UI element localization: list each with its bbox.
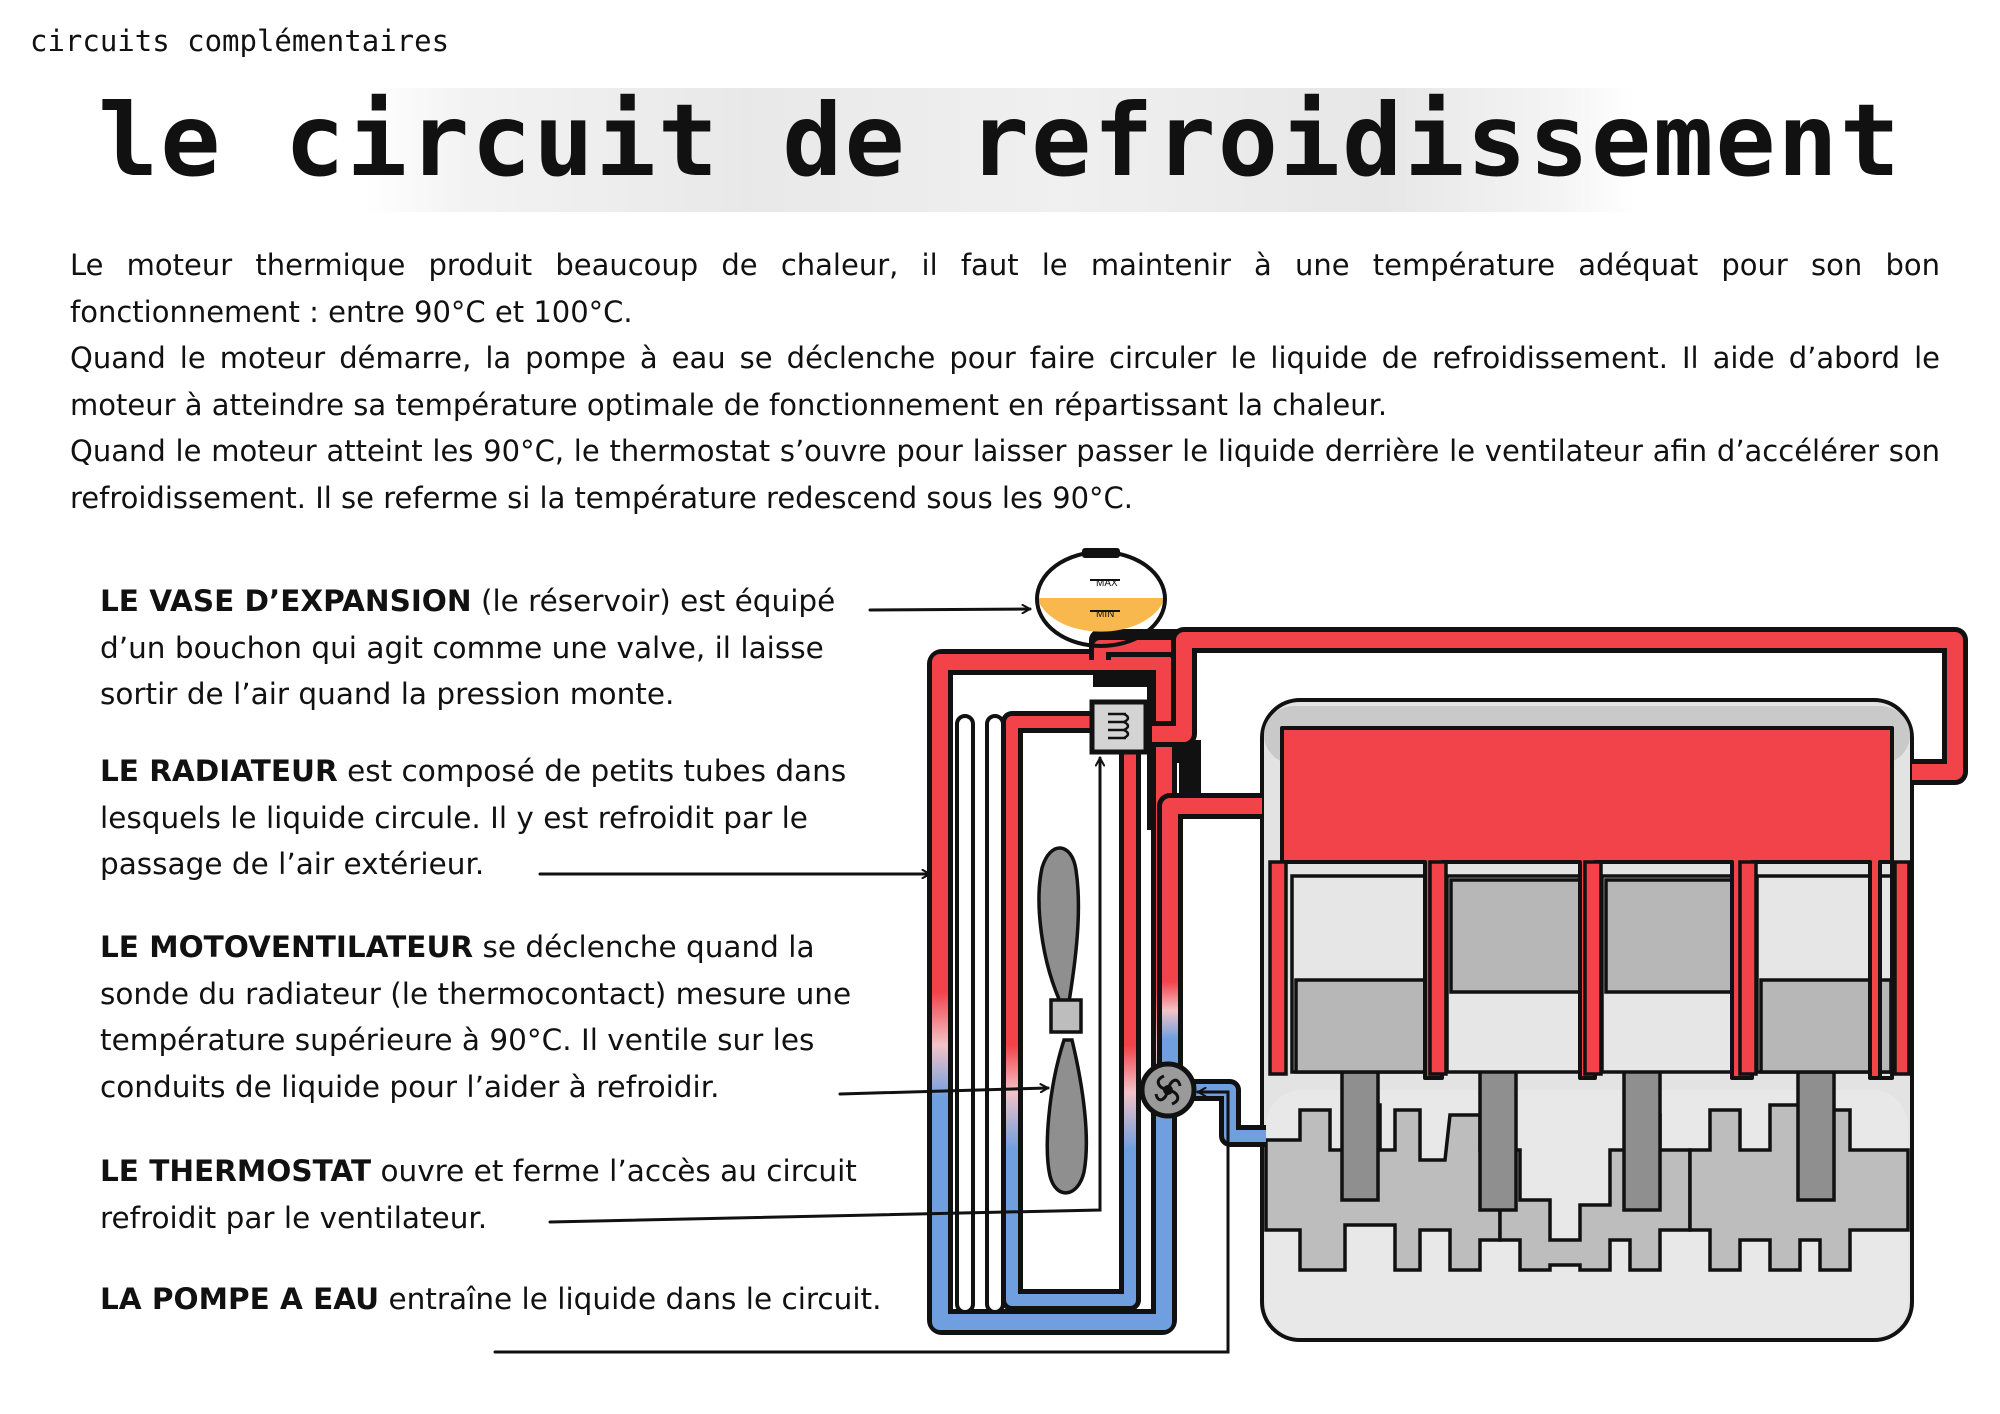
page-title: le circuit de refroidissement — [98, 82, 1902, 199]
piston — [1604, 878, 1738, 994]
engine-block — [1260, 698, 1914, 1342]
label-description: entraîne le liquide dans le circuit. — [379, 1282, 882, 1316]
arrow-expansion-tank — [868, 609, 1030, 610]
thermostat-housing — [1089, 699, 1149, 755]
label-arrows — [493, 609, 1230, 1354]
arrow-fan — [838, 1088, 1048, 1096]
section-kicker: circuits complémentaires — [30, 24, 450, 58]
engine-outlet-pipe — [1157, 793, 1262, 1090]
label-water-pump: LA POMPE A EAU entraîne le liquide dans … — [100, 1276, 900, 1323]
label-term: LE THERMOSTAT — [100, 1154, 372, 1188]
fan-icon — [1037, 846, 1089, 1195]
tank-coolant-fill — [1038, 598, 1164, 632]
fan-blade-top — [1037, 846, 1081, 1010]
tank-cap — [1082, 548, 1120, 558]
tank-min-label: MIN — [1096, 609, 1114, 620]
thermostat — [1089, 699, 1149, 755]
piston — [1294, 978, 1428, 1074]
water-pump-impeller-icon — [1154, 1074, 1182, 1106]
label-radiator: LE RADIATEUR est composé de petits tubes… — [100, 748, 900, 888]
radiator-tube — [985, 714, 1005, 1314]
label-term: LA POMPE A EAU — [100, 1282, 380, 1316]
connecting-rod — [1340, 1048, 1380, 1202]
water-jacket-wall — [1268, 860, 1288, 1076]
label-description: est composé de petits tubes dans lesquel… — [100, 754, 847, 881]
water-jacket-wall — [1738, 860, 1758, 1076]
water-jacket-wall — [1428, 860, 1448, 1076]
label-thermostat: LE THERMOSTAT ouvre et ferme l’accès au … — [100, 1148, 900, 1241]
piston — [1449, 878, 1583, 994]
tank-max-label: MAX — [1096, 578, 1118, 589]
label-term: LE VASE D’EXPANSION — [100, 584, 472, 618]
thermostat-spring-icon — [1108, 712, 1130, 740]
fan-hub — [1049, 998, 1083, 1034]
label-fan: LE MOTOVENTILATEUR se déclenche quand la… — [100, 924, 900, 1110]
intro-text: Le moteur thermique produit beaucoup de … — [70, 242, 1940, 521]
water-pump — [1139, 1061, 1197, 1119]
arrow-water-pump — [493, 1092, 1230, 1354]
label-expansion-tank: LE VASE D’EXPANSION (le réservoir) est é… — [100, 578, 900, 718]
water-jacket-wall — [1583, 860, 1603, 1076]
label-term: LE RADIATEUR — [100, 754, 338, 788]
coolant-pipes — [927, 627, 1968, 1335]
label-term: LE MOTOVENTILATEUR — [100, 930, 474, 964]
arrow-thermostat — [548, 758, 1100, 1224]
title-texture-band — [365, 88, 1635, 212]
intro-paragraph: Quand le moteur atteint les 90°C, le the… — [70, 434, 1940, 515]
label-description: (le réservoir) est équipé d’un bouchon q… — [100, 584, 836, 711]
label-description: se déclenche quand la sonde du radiateur… — [100, 930, 852, 1104]
fan-blade-bottom — [1045, 1038, 1089, 1195]
label-description: ouvre et ferme l’accès au circuit refroi… — [100, 1154, 857, 1235]
intro-paragraph: Quand le moteur démarre, la pompe à eau … — [70, 341, 1940, 422]
expansion-tank: MAX MIN — [1035, 548, 1167, 648]
intro-paragraph: Le moteur thermique produit beaucoup de … — [70, 248, 1940, 329]
radiator-tube — [955, 714, 975, 1314]
water-jacket-wall — [1893, 860, 1911, 1076]
